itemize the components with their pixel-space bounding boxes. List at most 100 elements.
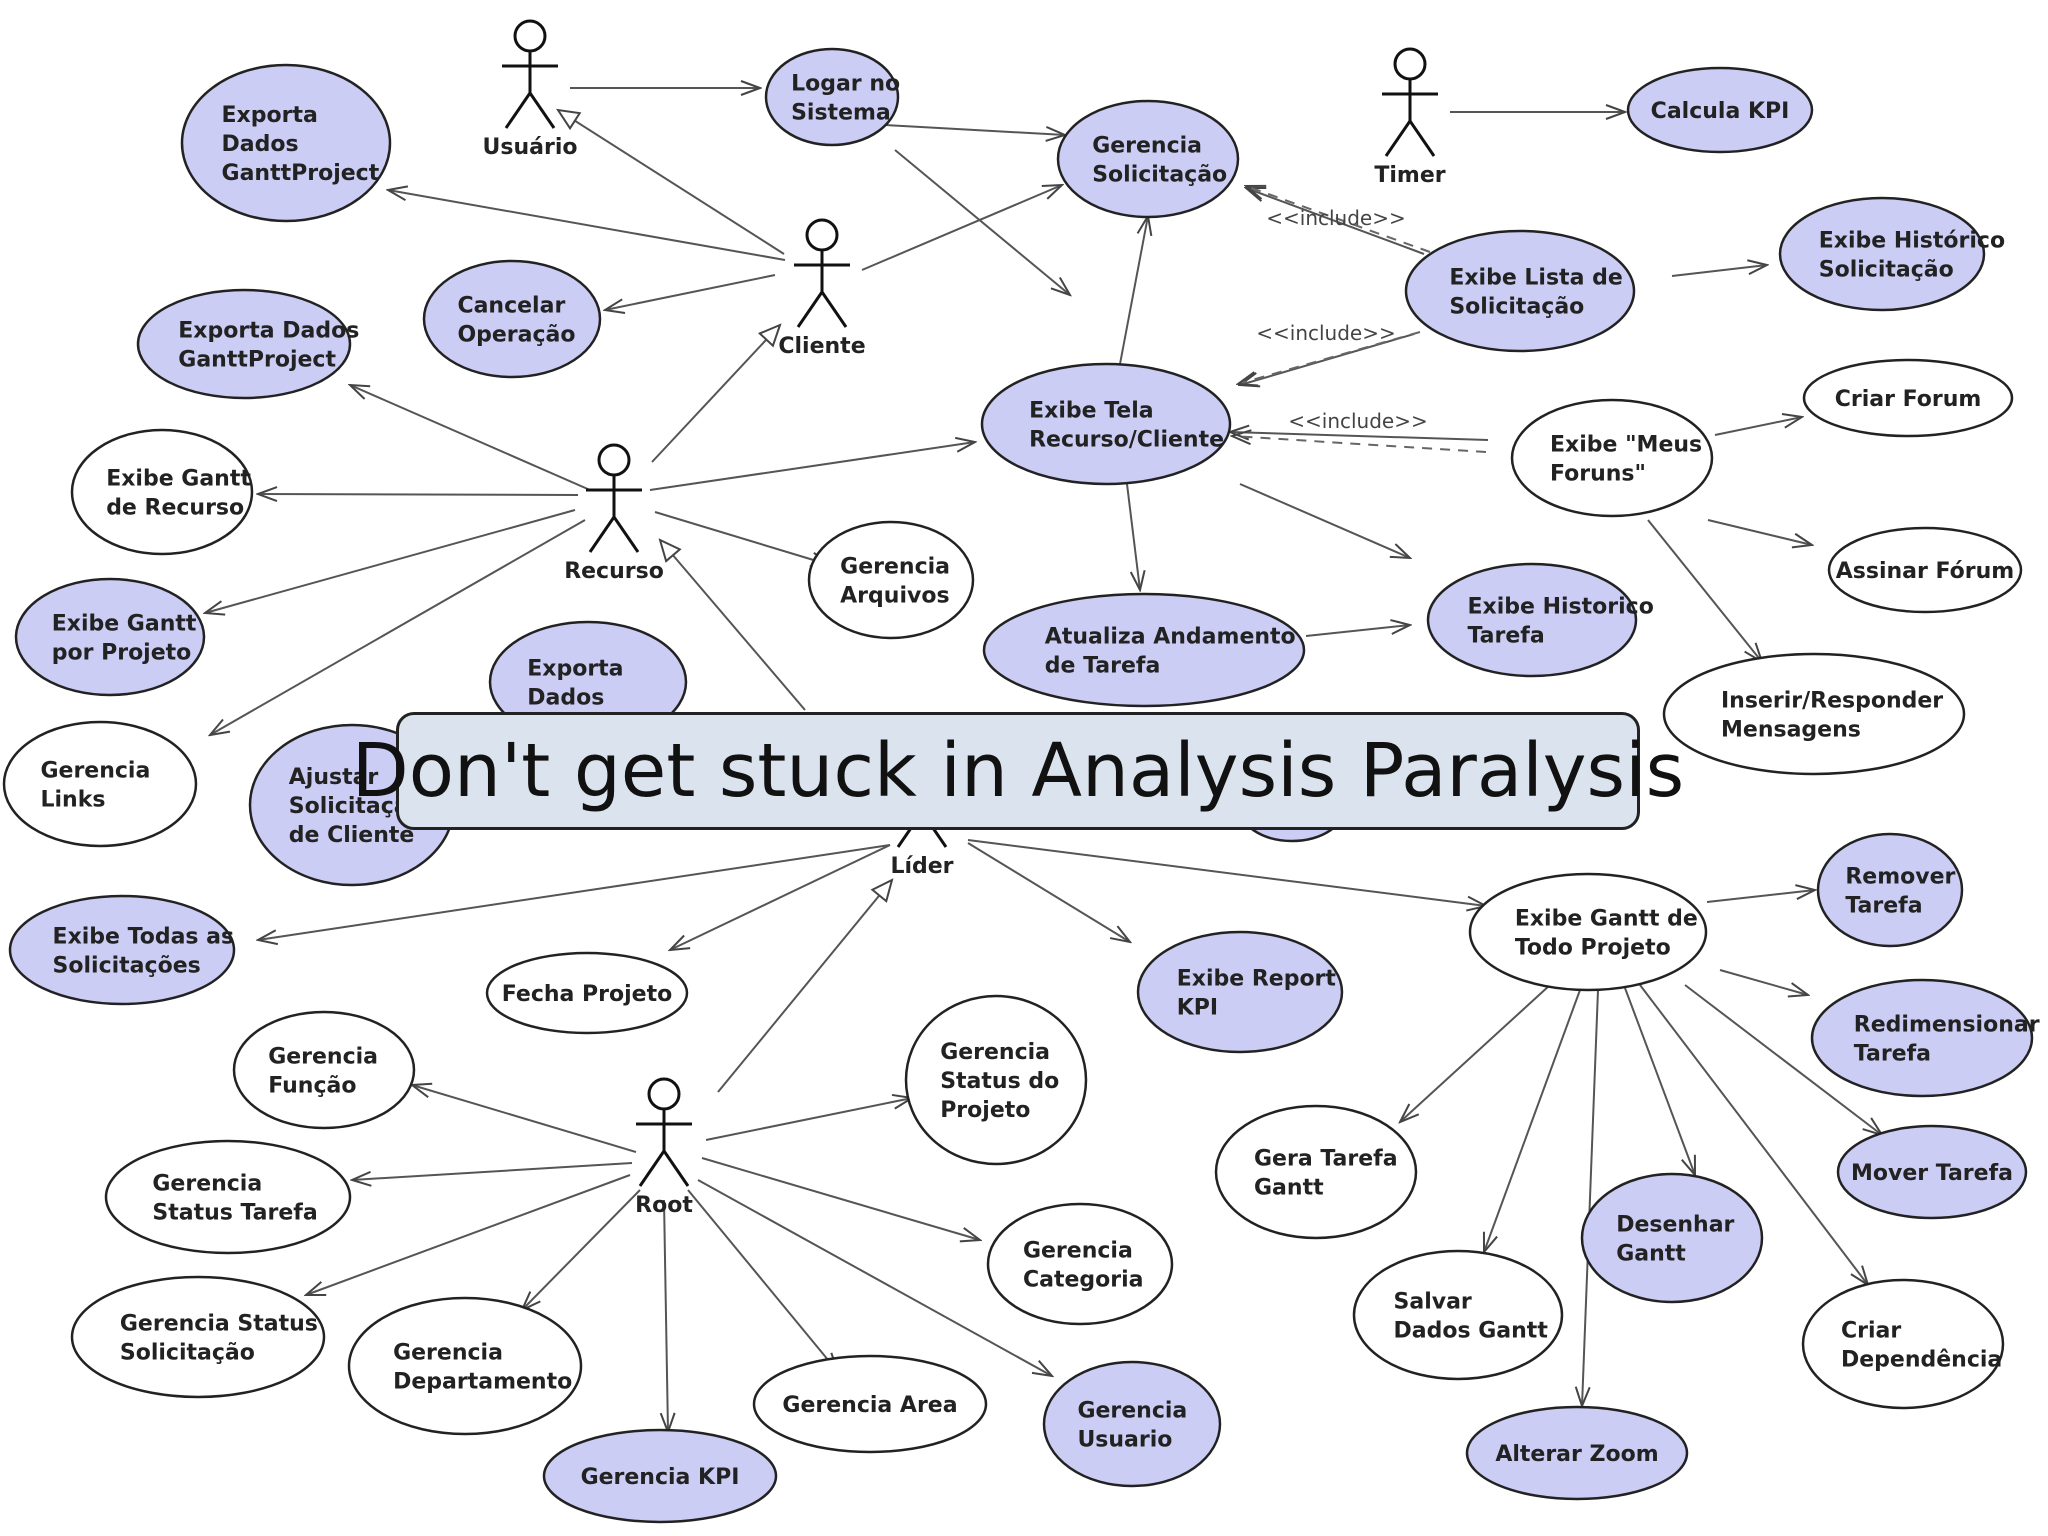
use-case-criar-forum[interactable]: Criar Forum <box>1802 358 2014 438</box>
association-line <box>1684 984 1882 1135</box>
use-case-ellipse <box>904 994 1088 1166</box>
actor-timer[interactable]: Timer <box>1374 47 1446 188</box>
use-case-label: Exibe Gantt <box>106 467 251 492</box>
association-line <box>717 880 892 1093</box>
use-case-label: Gantt <box>1616 1242 1686 1267</box>
use-case-ellipse <box>1810 978 2034 1098</box>
use-case-calc-kpi[interactable]: Calcula KPI <box>1626 66 1814 154</box>
use-case-ellipse <box>1802 358 2014 438</box>
association-line <box>701 1157 980 1240</box>
use-case-label: Recurso/Cliente <box>1029 428 1224 453</box>
association-line <box>1671 265 1767 277</box>
association-line <box>1230 432 1489 441</box>
use-case-fecha[interactable]: Fecha Projeto <box>485 951 689 1035</box>
include-label: <<include>> <box>1266 206 1406 230</box>
association-line <box>258 494 579 495</box>
actor-label: Root <box>635 1193 693 1218</box>
association-line <box>205 509 576 613</box>
use-case-mover[interactable]: Mover Tarefa <box>1836 1124 2028 1220</box>
association-line <box>1126 483 1140 590</box>
actor-root[interactable]: Root <box>635 1077 693 1218</box>
use-case-ellipse <box>807 520 975 640</box>
use-case-label: Links <box>40 788 105 813</box>
association-line <box>522 1189 641 1310</box>
association-line <box>894 149 1070 295</box>
include-label: <<include>> <box>1256 321 1396 345</box>
use-case-label: Projeto <box>940 1098 1030 1123</box>
use-case-ellipse <box>2 720 198 848</box>
use-case-label: Gera Tarefa <box>1254 1147 1398 1172</box>
association-line <box>1582 989 1599 1406</box>
use-case-ellipse <box>982 592 1306 708</box>
use-case-label: Tarefa <box>1468 624 1545 649</box>
use-case-label: Arquivos <box>840 584 949 609</box>
use-case-alterar-zoom[interactable]: Alterar Zoom <box>1465 1405 1689 1501</box>
association-line <box>1400 984 1551 1122</box>
use-case-ellipse <box>347 1296 583 1436</box>
use-case-label: Função <box>268 1074 356 1099</box>
use-case-label: Exporta Dados <box>178 319 359 344</box>
include-label: <<include>> <box>1288 409 1428 433</box>
use-case-label: Mensagens <box>1721 718 1861 743</box>
use-case-assinar[interactable]: Assinar Fórum <box>1827 526 2023 614</box>
use-case-label: Calcula KPI <box>1651 99 1790 124</box>
actor-recurso[interactable]: Recurso <box>564 443 664 584</box>
use-case-label: Criar <box>1841 1319 1901 1344</box>
use-case-ellipse <box>980 362 1232 486</box>
association-line <box>967 842 1130 942</box>
use-case-ellipse <box>1816 832 1964 948</box>
association-line <box>884 124 1065 135</box>
actor-head-icon <box>513 19 547 53</box>
use-case-label: Alterar Zoom <box>1495 1442 1658 1467</box>
actor-label: Usuário <box>483 135 578 160</box>
actor-label: Cliente <box>778 334 865 359</box>
use-case-ger-area[interactable]: Gerencia Area <box>752 1354 988 1454</box>
actor-usuario[interactable]: Usuário <box>483 19 578 160</box>
include-labels: <<include>> <<include>> <<include>> <box>1256 206 1428 433</box>
use-case-ellipse <box>1801 1278 2005 1410</box>
include-line <box>1246 186 1431 253</box>
use-case-ellipse <box>8 894 236 1006</box>
use-case-label: Exporta <box>527 657 623 682</box>
use-case-ellipse <box>136 288 352 400</box>
use-case-ellipse <box>1352 1249 1564 1381</box>
use-case-label: Criar Forum <box>1835 387 1982 412</box>
actor-cliente[interactable]: Cliente <box>778 218 866 359</box>
association-line <box>1119 216 1148 365</box>
use-case-label: Tarefa <box>1845 894 1922 919</box>
use-case-ger-kpi[interactable]: Gerencia KPI <box>542 1428 778 1524</box>
use-case-label: Gerencia Status <box>120 1312 318 1337</box>
